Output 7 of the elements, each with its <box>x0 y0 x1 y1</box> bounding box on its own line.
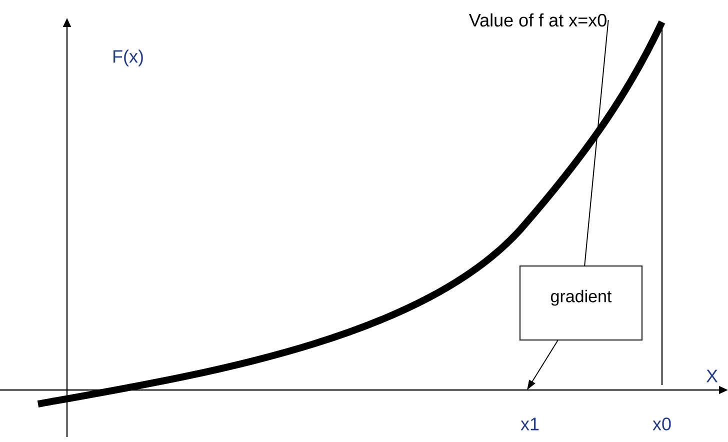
annotation-label: Value of f at x=x0 <box>468 13 606 27</box>
axis-label: F(x) <box>113 50 143 66</box>
tick-label: x1 <box>520 418 539 430</box>
tangent-line <box>584 20 609 266</box>
tick-label: x0 <box>652 418 671 430</box>
axis-label: X <box>706 370 718 382</box>
gradient-box: gradient <box>520 266 642 340</box>
